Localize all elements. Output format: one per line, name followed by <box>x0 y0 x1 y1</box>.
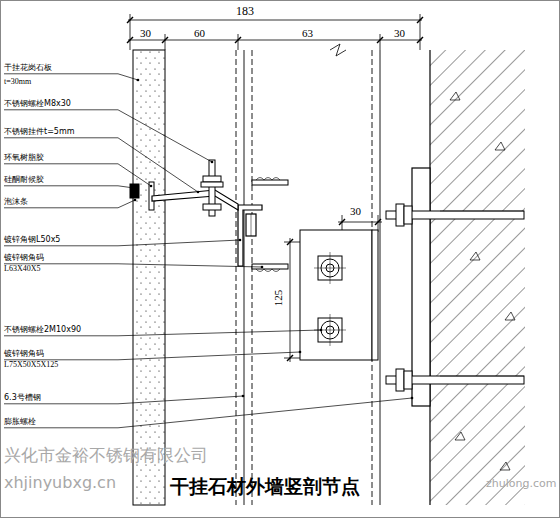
leader-dot <box>211 161 214 164</box>
dimension-value: 30 <box>350 205 361 217</box>
dimension-value: 125 <box>272 290 284 307</box>
watermark: zhulong.com <box>486 478 556 490</box>
drawing-title: 干挂石材外墙竖剖节点 <box>170 476 360 497</box>
leader-line <box>4 264 262 267</box>
dimension-value: 60 <box>194 27 205 39</box>
part-label: 干挂花岗石板 <box>4 64 52 73</box>
angle-L63 <box>252 178 288 272</box>
leader-line <box>4 110 212 162</box>
leader-line <box>4 164 151 186</box>
leader-dot <box>137 79 140 82</box>
angle-L50 <box>238 205 262 266</box>
dimension-value: 183 <box>236 5 254 18</box>
leader-dot <box>242 395 245 398</box>
part-label: 镀锌角钢L50x5 <box>4 236 60 245</box>
part-label: 泡沫条 <box>4 198 28 207</box>
leader-line <box>4 138 198 192</box>
part-spec: L63X40X5 <box>4 265 40 274</box>
leader-dot <box>239 239 242 242</box>
leader-dot <box>320 329 323 332</box>
concrete-wall <box>430 50 525 505</box>
channel-steel <box>236 50 380 505</box>
aggregate-marks <box>450 92 515 470</box>
watermark: xhjinyubxg.cn <box>4 474 116 492</box>
part-label: 不锈钢螺栓2M10x90 <box>4 326 81 335</box>
stone-hanger <box>130 160 238 216</box>
break-mark <box>330 44 346 56</box>
leader-dot <box>299 351 302 354</box>
leader-line <box>4 352 300 360</box>
leader-dot <box>150 185 153 188</box>
part-spec: L75X50X5X125 <box>4 361 58 370</box>
granite-panel <box>133 50 165 505</box>
bracket-L75 <box>300 230 378 360</box>
leader-dot <box>134 199 137 202</box>
leader-line <box>4 398 412 428</box>
dimension-value: 30 <box>140 27 151 39</box>
anchor-bolts <box>386 204 524 391</box>
part-label: 硅酮耐候胶 <box>4 176 44 185</box>
embedded-plate <box>412 168 430 406</box>
leader-dot <box>133 187 136 190</box>
part-label: 环氧树脂胶 <box>4 154 44 163</box>
part-label: 镀锌钢角码 <box>4 254 44 263</box>
leader-dot <box>411 397 414 400</box>
dimension-value: 30 <box>394 27 405 39</box>
part-label: 不锈钢螺栓M8x30 <box>4 100 71 109</box>
dimension-lines <box>127 14 423 362</box>
part-label: 膨胀螺栓 <box>4 418 36 427</box>
dimension-value: 63 <box>302 27 313 39</box>
leader-dot <box>197 191 200 194</box>
watermark: 兴化市金裕不锈钢有限公司 <box>4 446 208 465</box>
part-label: 不锈钢挂件t=5mm <box>4 128 75 137</box>
part-label: 6.3号槽钢 <box>4 394 41 403</box>
leader-line <box>4 186 134 188</box>
part-label: 镀锌钢角码 <box>4 350 44 359</box>
part-spec: t=30mm <box>4 78 31 87</box>
leader-dot <box>261 266 264 269</box>
